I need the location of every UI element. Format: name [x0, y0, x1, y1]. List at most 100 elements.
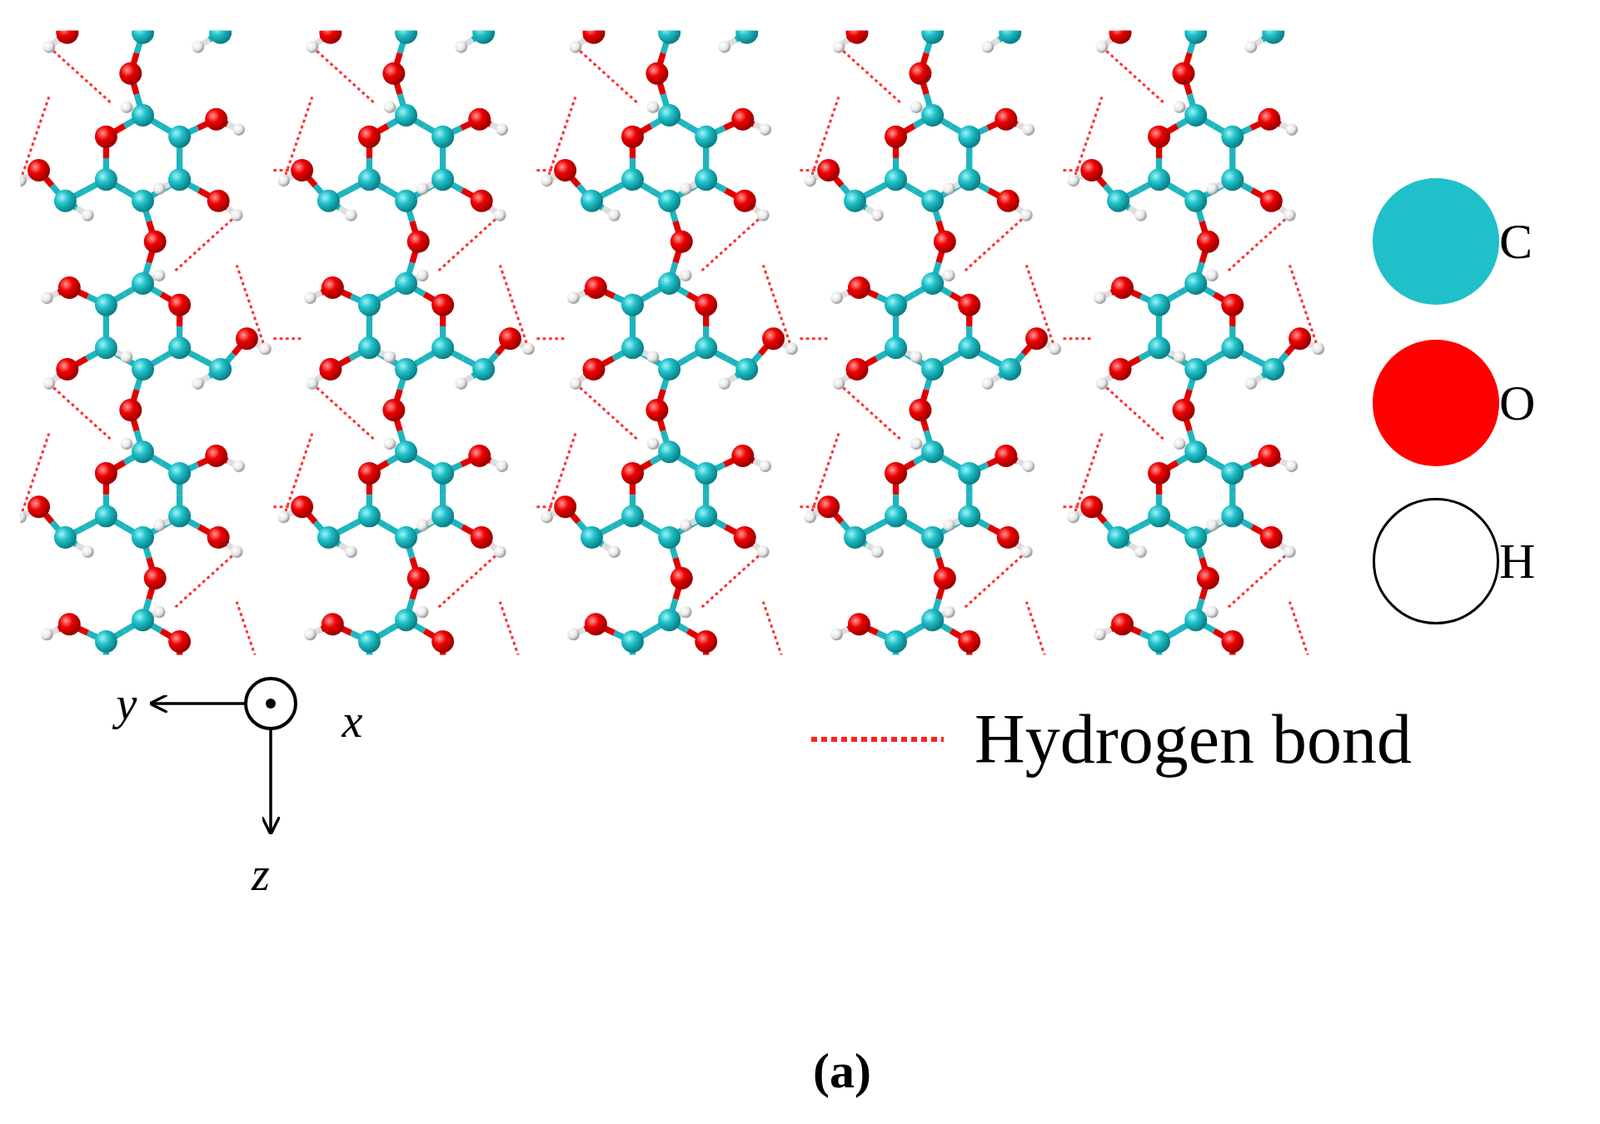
atom — [657, 272, 681, 295]
atom — [1257, 444, 1281, 468]
atom — [358, 336, 381, 359]
atom — [994, 444, 1017, 468]
atom — [994, 108, 1017, 131]
atom — [168, 168, 191, 191]
atom — [1260, 526, 1283, 549]
atom — [131, 358, 155, 381]
atom — [495, 123, 509, 136]
atom — [1221, 125, 1244, 149]
atom — [1109, 30, 1132, 45]
hydrogen-bond — [1101, 383, 1166, 442]
atom — [832, 377, 846, 390]
atom — [1257, 108, 1281, 131]
atom — [1184, 104, 1207, 127]
atom — [582, 30, 605, 45]
hydrogen-bond — [1101, 46, 1166, 105]
atom — [957, 294, 981, 317]
atom — [621, 294, 644, 317]
atom — [846, 30, 869, 45]
atom — [843, 189, 867, 213]
atom — [1021, 123, 1035, 136]
hydrogen-bond — [838, 46, 903, 105]
atom — [735, 30, 758, 45]
atom — [942, 269, 956, 282]
atom — [1172, 398, 1196, 422]
atom — [94, 294, 118, 317]
atom — [94, 336, 118, 359]
atom — [657, 358, 681, 381]
atom — [382, 62, 405, 85]
atom — [1147, 630, 1171, 653]
atom — [119, 62, 142, 85]
atom — [277, 511, 290, 524]
atom — [921, 104, 944, 127]
atom — [694, 168, 718, 191]
hydrogen-bond — [312, 46, 376, 105]
atom — [830, 291, 843, 305]
atom — [431, 630, 454, 653]
atom — [670, 230, 693, 254]
hydrogen-bond — [699, 552, 763, 610]
atom — [847, 613, 871, 636]
hydrogen-bond — [1062, 337, 1094, 340]
atom — [120, 350, 134, 364]
atom — [344, 209, 358, 222]
atom — [416, 269, 429, 282]
atom — [1283, 545, 1296, 559]
atom — [55, 30, 79, 45]
atom — [1080, 495, 1103, 519]
atom — [884, 294, 908, 317]
atom — [832, 40, 846, 54]
atom — [1111, 613, 1134, 636]
atom — [1147, 336, 1171, 359]
atom — [1184, 440, 1207, 464]
atom — [472, 30, 495, 45]
atom — [1221, 462, 1244, 485]
atom — [843, 526, 867, 549]
atom — [608, 209, 621, 222]
atom — [344, 545, 358, 559]
atom — [1093, 291, 1107, 305]
legend-swatch — [1372, 498, 1500, 625]
atom — [1111, 276, 1134, 300]
atom — [1096, 377, 1109, 390]
atom — [94, 462, 118, 485]
atom — [232, 459, 245, 473]
atom — [694, 462, 718, 485]
atom — [582, 358, 605, 381]
atom — [694, 125, 718, 149]
atom — [1021, 459, 1035, 473]
atom — [58, 276, 81, 300]
atom — [908, 62, 932, 85]
atom — [553, 495, 577, 519]
atom — [207, 189, 230, 213]
atom — [153, 269, 166, 282]
atom — [921, 440, 944, 464]
atom — [321, 276, 344, 300]
atom — [584, 613, 608, 636]
atom — [1147, 168, 1171, 191]
atom — [647, 350, 660, 364]
atom — [1245, 40, 1258, 54]
atom — [383, 100, 397, 114]
atom — [304, 628, 317, 642]
atom — [645, 62, 668, 85]
atom — [981, 377, 994, 390]
atom — [191, 377, 205, 390]
atom — [168, 630, 191, 653]
atom — [431, 168, 454, 191]
atom — [580, 189, 604, 213]
legend-label: O — [1499, 378, 1536, 429]
atom — [204, 108, 228, 131]
atom — [957, 504, 981, 528]
atom — [1283, 209, 1296, 222]
hydrogen-bond — [236, 602, 265, 656]
atom — [1147, 125, 1171, 149]
atom — [1260, 189, 1283, 213]
atom — [1206, 182, 1219, 195]
atom — [1311, 343, 1325, 356]
atom — [431, 294, 454, 317]
figure-caption: (a) — [812, 1046, 872, 1097]
hydrogen-bond — [799, 337, 831, 340]
